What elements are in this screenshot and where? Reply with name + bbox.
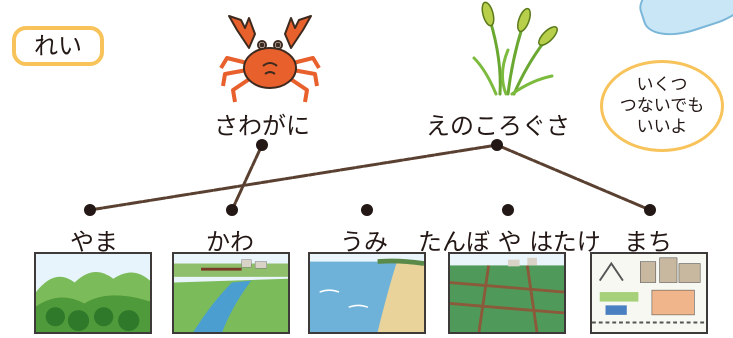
dot-sea <box>361 204 373 216</box>
sea-scene <box>308 252 426 334</box>
town-scene <box>590 252 708 334</box>
link-crab-to-river <box>230 143 264 212</box>
link-foxtail-to-mountain <box>88 143 499 212</box>
creature-label-foxtail-grass: えのころぐさ <box>426 112 570 140</box>
rice-field-scene <box>448 252 566 334</box>
place-label-mountain: やま <box>70 228 118 256</box>
place-label-river: かわ <box>206 228 254 256</box>
example-badge-label: れい <box>34 32 82 60</box>
place-label-sea: うみ <box>340 228 388 256</box>
river-scene <box>172 252 290 334</box>
place-label-rice-field: たんぼ や はたけ <box>418 228 601 256</box>
dot-crab <box>256 139 268 151</box>
creature-label-crab: さわがに <box>214 112 310 140</box>
dot-foxtail-grass <box>491 139 503 151</box>
dot-rice-field <box>502 204 514 216</box>
dot-town <box>644 204 656 216</box>
dot-mountain <box>84 204 96 216</box>
example-badge: れい <box>12 26 104 66</box>
place-label-town: まち <box>624 228 672 256</box>
dot-river <box>226 204 238 216</box>
hint-line-1: いくつ <box>636 74 688 95</box>
link-foxtail-to-town <box>495 143 652 212</box>
hint-bubble: いくつ つないでも いいよ <box>600 60 724 152</box>
foxtail-grass-icon <box>472 1 558 96</box>
mountain-scene <box>34 252 152 334</box>
hint-line-2: つないでも <box>619 95 705 116</box>
crab-icon <box>219 15 321 103</box>
hint-line-3: いいよ <box>636 116 688 137</box>
